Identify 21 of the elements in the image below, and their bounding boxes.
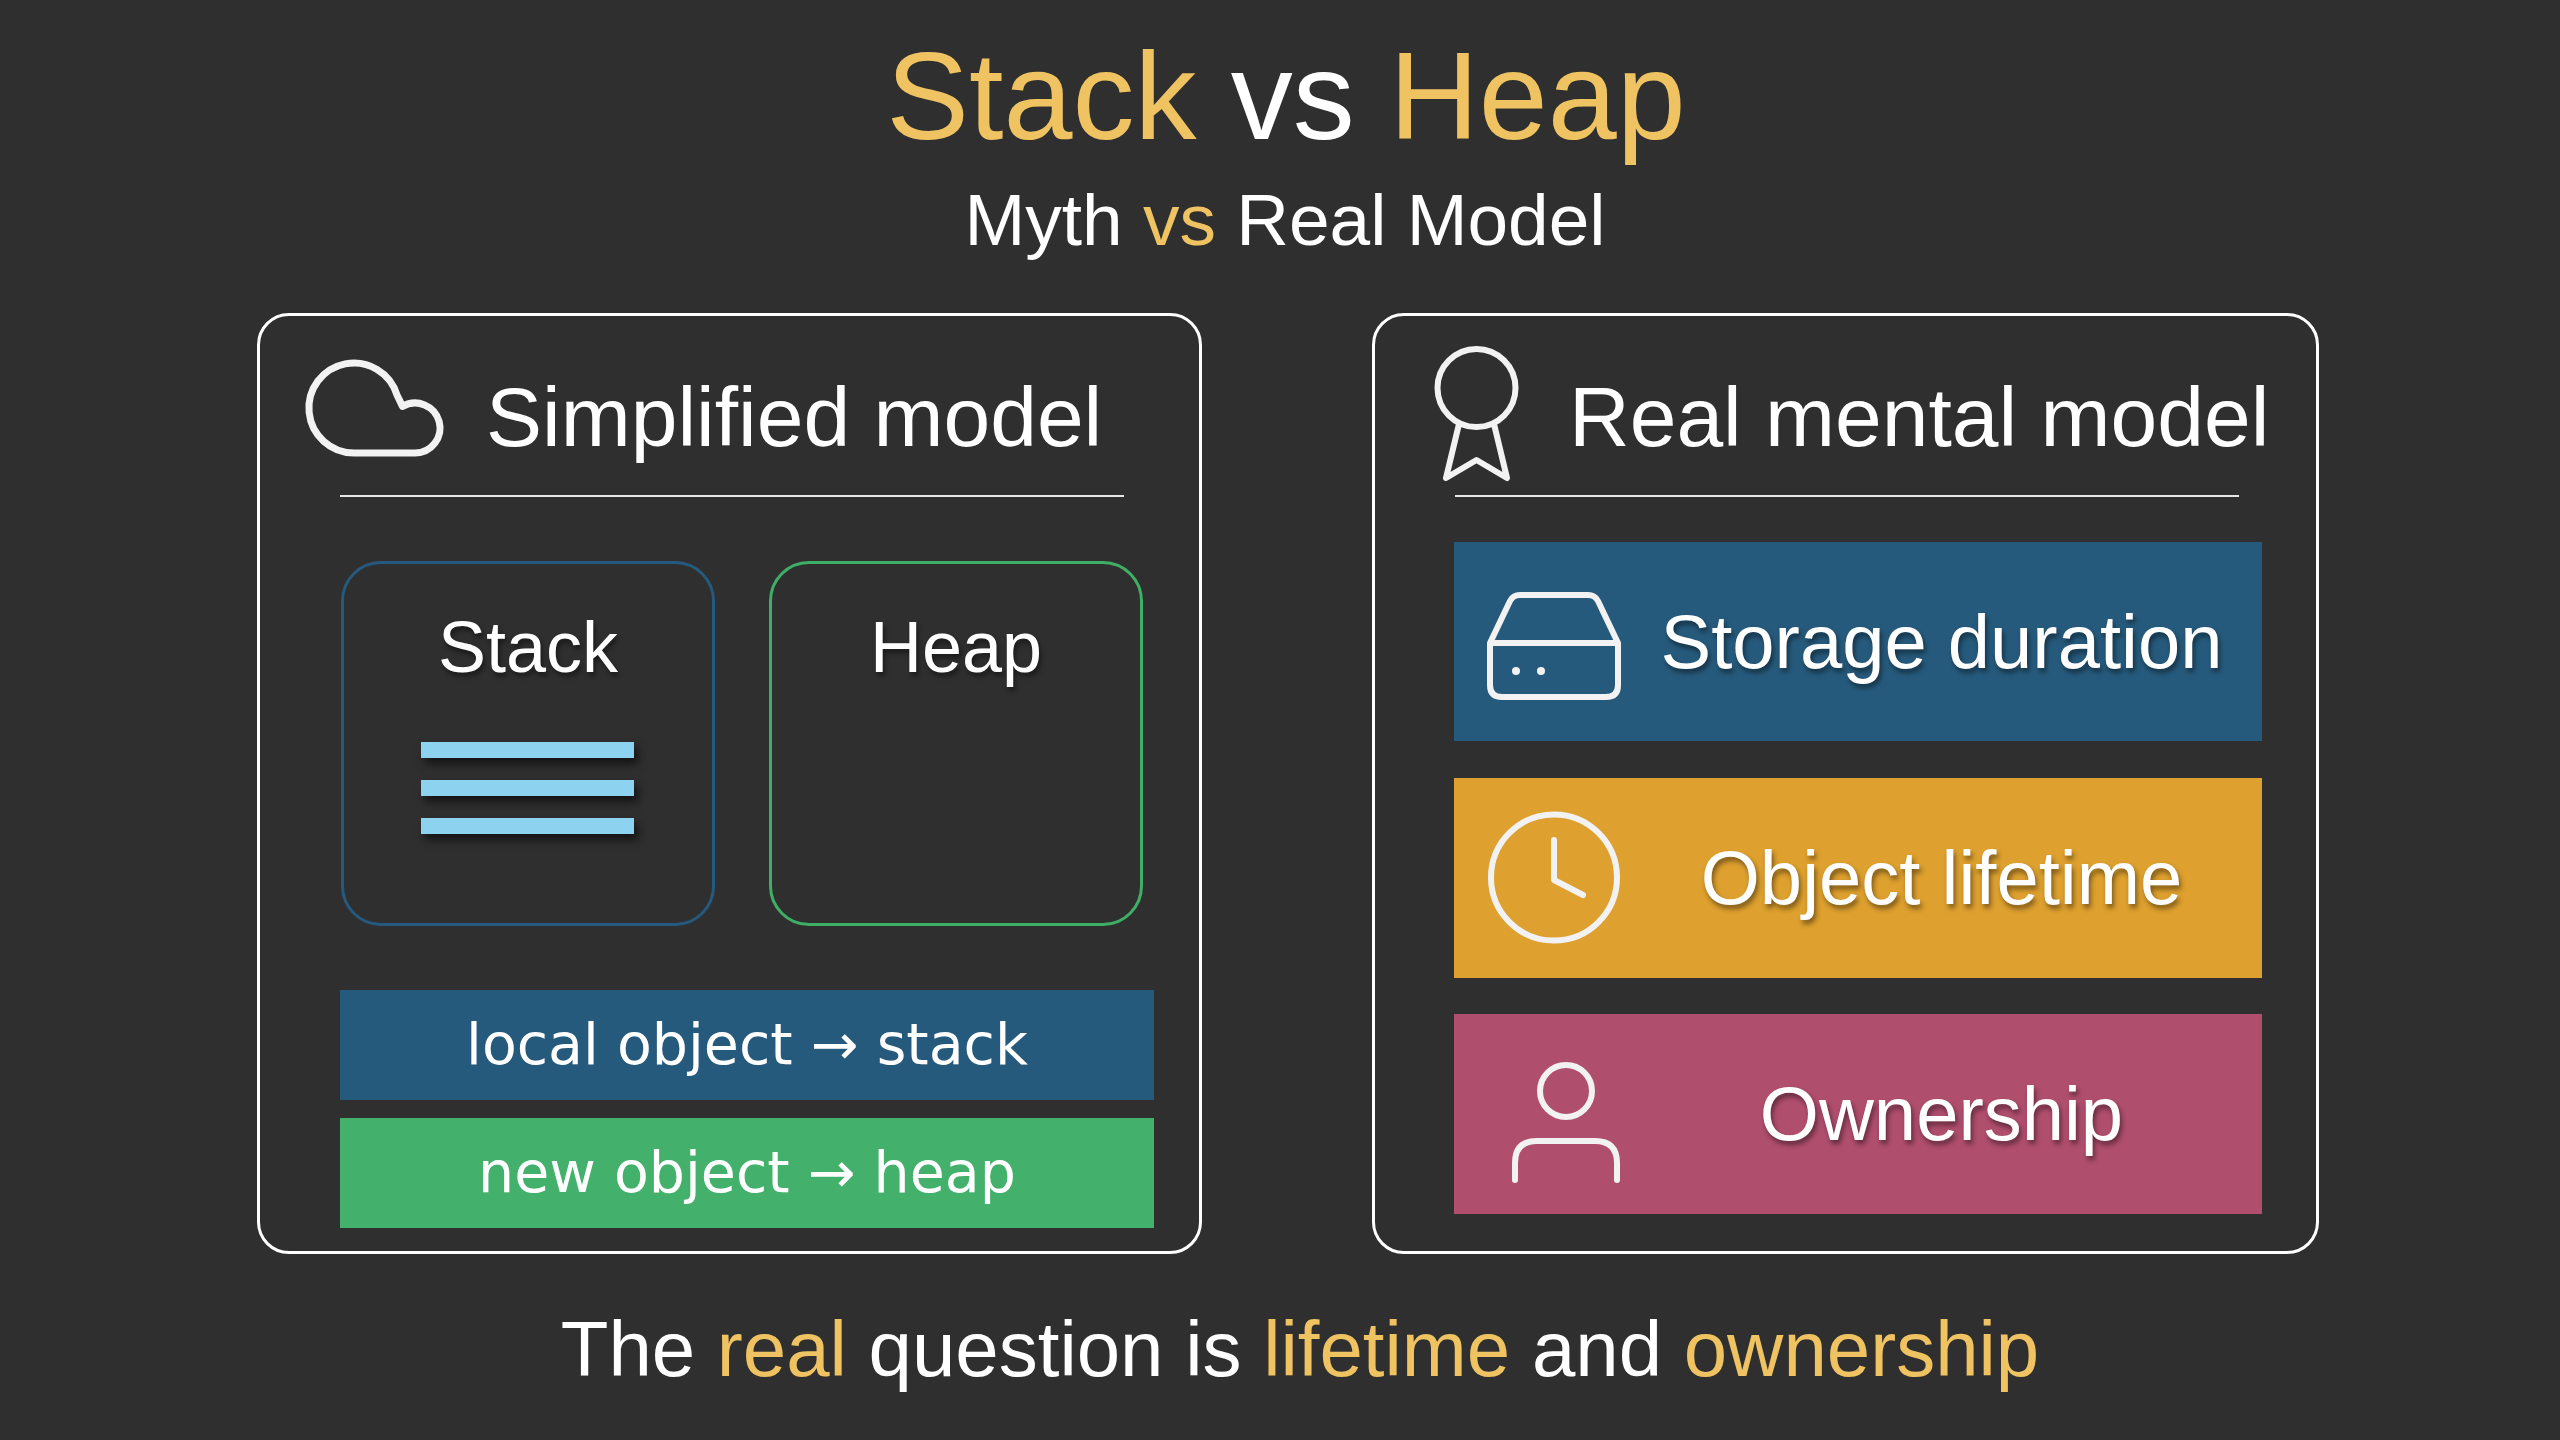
bar-label: Storage duration — [1660, 597, 2223, 686]
bar-label: local object → stack — [466, 1012, 1028, 1078]
outlined-card — [769, 561, 1143, 926]
bar-label: Ownership — [1759, 1070, 2124, 1158]
panel — [1372, 313, 2319, 1254]
card-title: Heap — [869, 606, 1043, 689]
caption: The real question is lifetime and ownership — [560, 1305, 2040, 1395]
outlined-card — [341, 561, 715, 926]
subtitle: Myth vs Real Model — [964, 178, 1606, 262]
panel-heading: Real mental model — [1569, 369, 2270, 466]
panel — [257, 313, 1202, 1254]
bar-label: new object → heap — [478, 1140, 1016, 1206]
concept-bar — [1454, 542, 2262, 741]
banner-bar — [340, 1118, 1154, 1228]
bar-label: Object lifetime — [1700, 834, 2183, 922]
panel-heading: Simplified model — [486, 369, 1103, 466]
card-title: Stack — [437, 606, 619, 689]
concept-bar — [1454, 778, 2262, 978]
title: Stack vs Heap — [886, 26, 1686, 167]
banner-bar — [340, 990, 1154, 1100]
concept-bar — [1454, 1014, 2262, 1214]
